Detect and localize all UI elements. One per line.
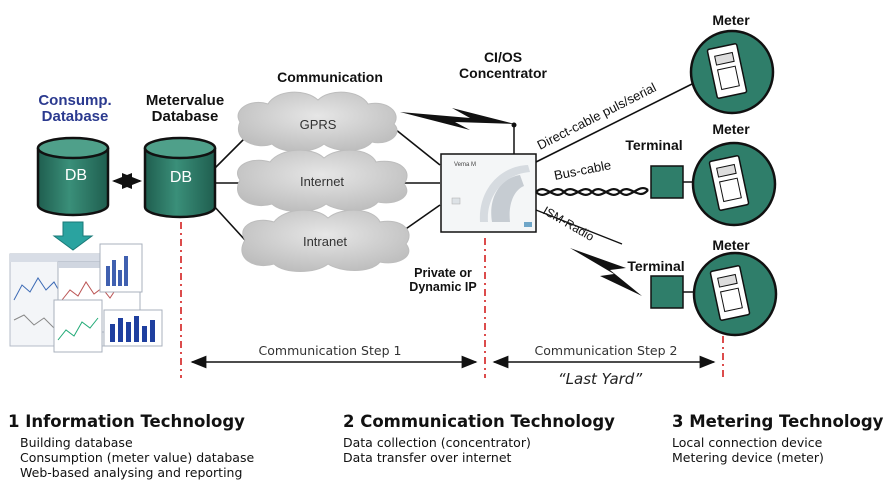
- meter-icon-middle: [691, 141, 777, 227]
- meter-icon-top: [689, 29, 775, 115]
- terminal-label-bus: Terminal: [625, 137, 683, 153]
- meter-label-bottom: Meter: [712, 237, 750, 253]
- section-metering-technology: 3 Metering Technology Local connection d…: [672, 412, 883, 465]
- cloud-intranet-label: Intranet: [303, 234, 347, 249]
- meter-icon-bottom: [692, 251, 778, 337]
- ism-radio-line: [535, 209, 623, 245]
- metervalue-db-text: DB: [170, 169, 192, 186]
- metervalue-database-cylinder: [143, 136, 217, 219]
- last-yard-label: “Last Yard”: [558, 370, 642, 388]
- step-dividers: [180, 222, 724, 378]
- concentrator-device-image: [440, 153, 537, 233]
- comm-step-1-label: Communication Step 1: [259, 343, 402, 358]
- private-ip-label: Private or Dynamic IP: [409, 266, 477, 294]
- report-screenshots-image: [9, 243, 163, 353]
- system-diagram: GPRS Internet Intranet DB DB: [9, 29, 778, 388]
- cloud-internet-label: Internet: [300, 174, 344, 189]
- terminal-box-radio: [650, 275, 684, 309]
- communication-title: Communication: [277, 69, 383, 85]
- cloud-gprs: [237, 91, 398, 152]
- section-1-item: Consumption (meter value) database: [20, 450, 255, 465]
- consump-database-title: Consump. Database: [38, 92, 112, 125]
- section-1-item: Building database: [20, 435, 133, 450]
- section-2-item: Data transfer over internet: [343, 450, 512, 465]
- concentrator-device-text: Vema M: [454, 162, 476, 168]
- bus-cable-line: [535, 187, 649, 196]
- concentrator-title: CI/OS Concentrator: [459, 49, 547, 81]
- section-2-item: Data collection (concentrator): [343, 435, 531, 450]
- section-2-title: 2 Communication Technology: [343, 412, 615, 431]
- cloud-gprs-label: GPRS: [300, 117, 337, 132]
- ism-radio-label: ISM-Radio: [541, 203, 597, 244]
- gprs-lightning-icon: [400, 108, 515, 130]
- terminal-box-bus: [650, 165, 684, 199]
- section-3-item: Metering device (meter): [672, 450, 824, 465]
- section-1-item: Web-based analysing and reporting: [20, 465, 243, 480]
- section-information-technology: 1 Information Technology Building databa…: [8, 412, 254, 480]
- antenna-icon: [511, 122, 517, 154]
- ism-radio-lightning-icon: [570, 248, 642, 296]
- section-3-item: Local connection device: [672, 435, 823, 450]
- consump-db-text: DB: [65, 167, 87, 184]
- comm-step-2-label: Communication Step 2: [535, 343, 678, 358]
- section-3-title: 3 Metering Technology: [672, 412, 884, 431]
- down-arrow-icon: [52, 221, 94, 251]
- cloud-intranet: [241, 209, 410, 272]
- section-communication-technology: 2 Communication Technology Data collecti…: [343, 412, 615, 465]
- direct-cable-line: [535, 79, 701, 163]
- meter-label-middle: Meter: [712, 121, 750, 137]
- metervalue-database-title: Metervalue Database: [145, 92, 225, 125]
- bus-cable-label: Bus-cable: [553, 157, 613, 183]
- section-1-title: 1 Information Technology: [8, 412, 245, 431]
- meter-label-top: Meter: [712, 12, 750, 28]
- cloud-internet: [237, 149, 408, 212]
- consump-database-cylinder: [36, 136, 110, 217]
- terminal-label-radio: Terminal: [627, 258, 685, 274]
